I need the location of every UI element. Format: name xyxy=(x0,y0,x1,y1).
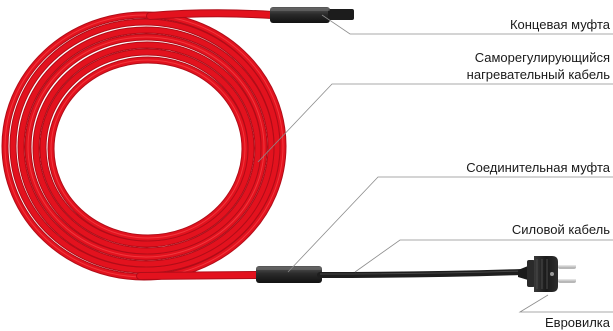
power-cable xyxy=(317,269,525,278)
label-connection-coupling: Соединительная муфта xyxy=(466,160,610,175)
connection-coupling xyxy=(256,266,322,283)
label-euro-plug: Евровилка xyxy=(545,315,610,330)
label-power-cable: Силовой кабель xyxy=(511,222,610,237)
leader-euro-plug xyxy=(518,294,613,313)
label-heating-cable-line1: Саморегулирующийся xyxy=(474,50,610,65)
heating-cable-top-lead xyxy=(146,9,276,20)
leader-power-cable xyxy=(354,239,613,273)
leader-connection-coupling xyxy=(287,176,613,273)
label-end-coupling: Концевая муфта xyxy=(509,17,610,32)
label-heating-cable-line2: нагревательный кабель xyxy=(466,67,610,82)
heating-cable-coil xyxy=(1,11,287,281)
leader-end-coupling xyxy=(321,14,613,35)
label-heating-cable: Саморегулирующийся нагревательный кабель xyxy=(467,49,610,83)
leader-lines xyxy=(257,14,613,313)
leader-heating-cable xyxy=(257,83,613,163)
euro-plug-icon xyxy=(518,256,576,292)
heating-cable-bottom-lead xyxy=(136,271,262,280)
end-coupling xyxy=(270,7,354,23)
